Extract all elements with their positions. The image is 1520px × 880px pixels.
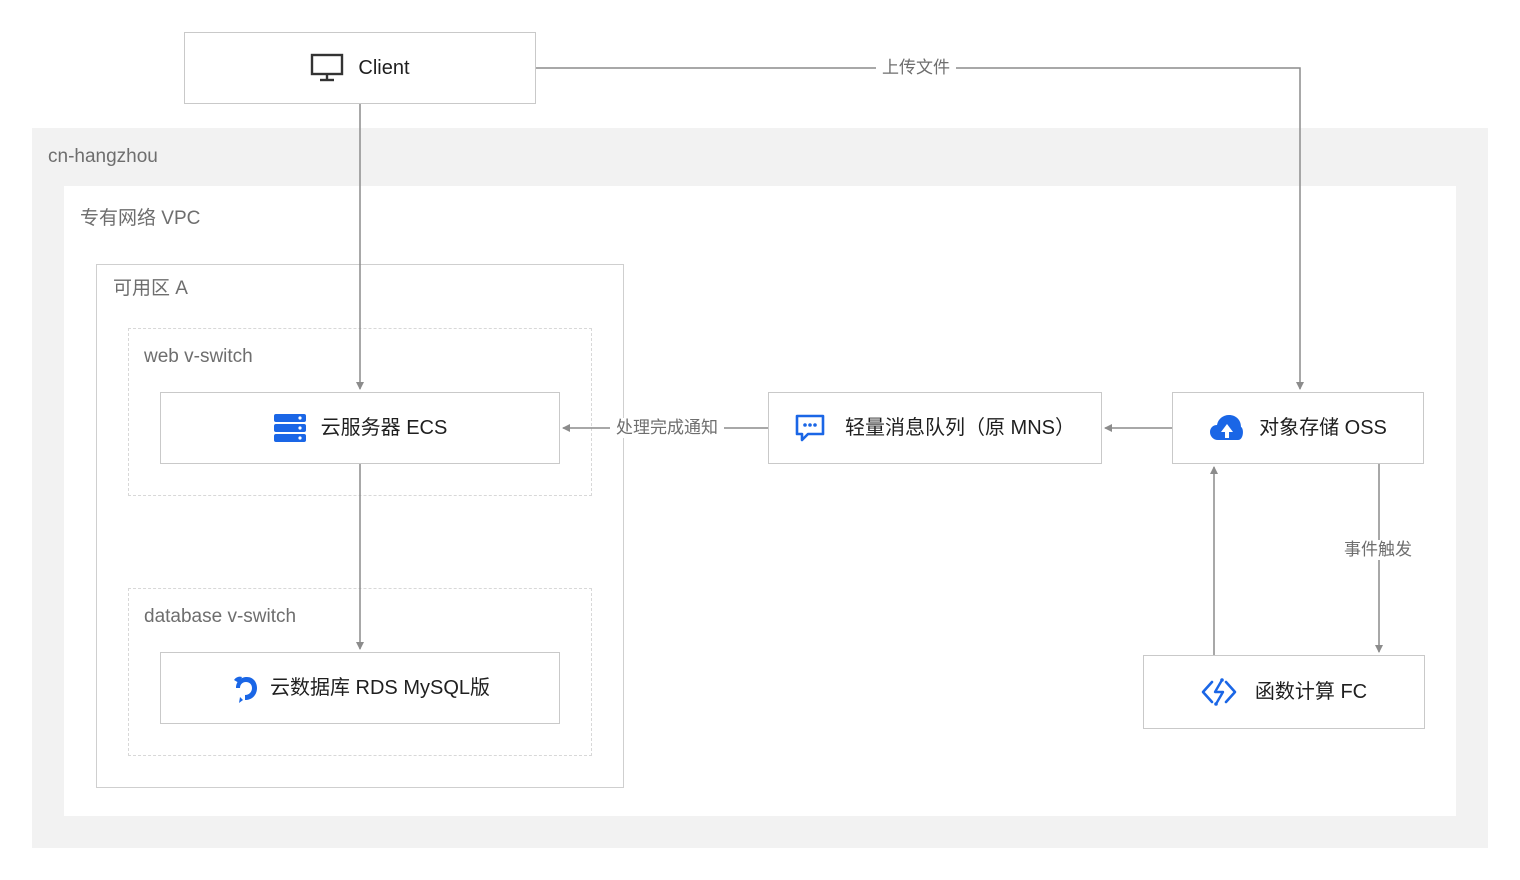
function-compute-icon — [1201, 676, 1237, 708]
rds-node[interactable]: 云数据库 RDS MySQL版 — [160, 652, 560, 724]
server-icon — [273, 413, 307, 443]
ecs-node[interactable]: 云服务器 ECS — [160, 392, 560, 464]
edge-label-trigger: 事件触发 — [1338, 540, 1418, 560]
region-label: cn-hangzhou — [48, 146, 158, 167]
oss-label: 对象存储 OSS — [1259, 417, 1387, 439]
message-queue-icon — [795, 414, 825, 442]
edge-client-oss — [536, 67, 1304, 390]
database-dolphin-icon — [230, 672, 262, 704]
edge-label-upload: 上传文件 — [876, 58, 956, 78]
mns-node[interactable]: 轻量消息队列（原 MNS） — [768, 392, 1102, 464]
fc-node[interactable]: 函数计算 FC — [1143, 655, 1425, 729]
mns-label: 轻量消息队列（原 MNS） — [845, 417, 1075, 439]
ecs-label: 云服务器 ECS — [320, 417, 448, 439]
vpc-label: 专有网络 VPC — [80, 208, 201, 229]
edge-label-notify: 处理完成通知 — [610, 418, 724, 438]
client-label: Client — [358, 57, 410, 79]
db-vswitch-label: database v-switch — [144, 606, 297, 627]
fc-label: 函数计算 FC — [1254, 681, 1368, 703]
zone-label: 可用区 A — [113, 278, 188, 299]
rds-label: 云数据库 RDS MySQL版 — [269, 677, 491, 699]
client-node[interactable]: Client — [184, 32, 536, 104]
monitor-icon — [310, 53, 344, 83]
web-vswitch-label: web v-switch — [144, 346, 253, 367]
cloud-storage-icon — [1209, 414, 1245, 442]
oss-node[interactable]: 对象存储 OSS — [1172, 392, 1424, 464]
